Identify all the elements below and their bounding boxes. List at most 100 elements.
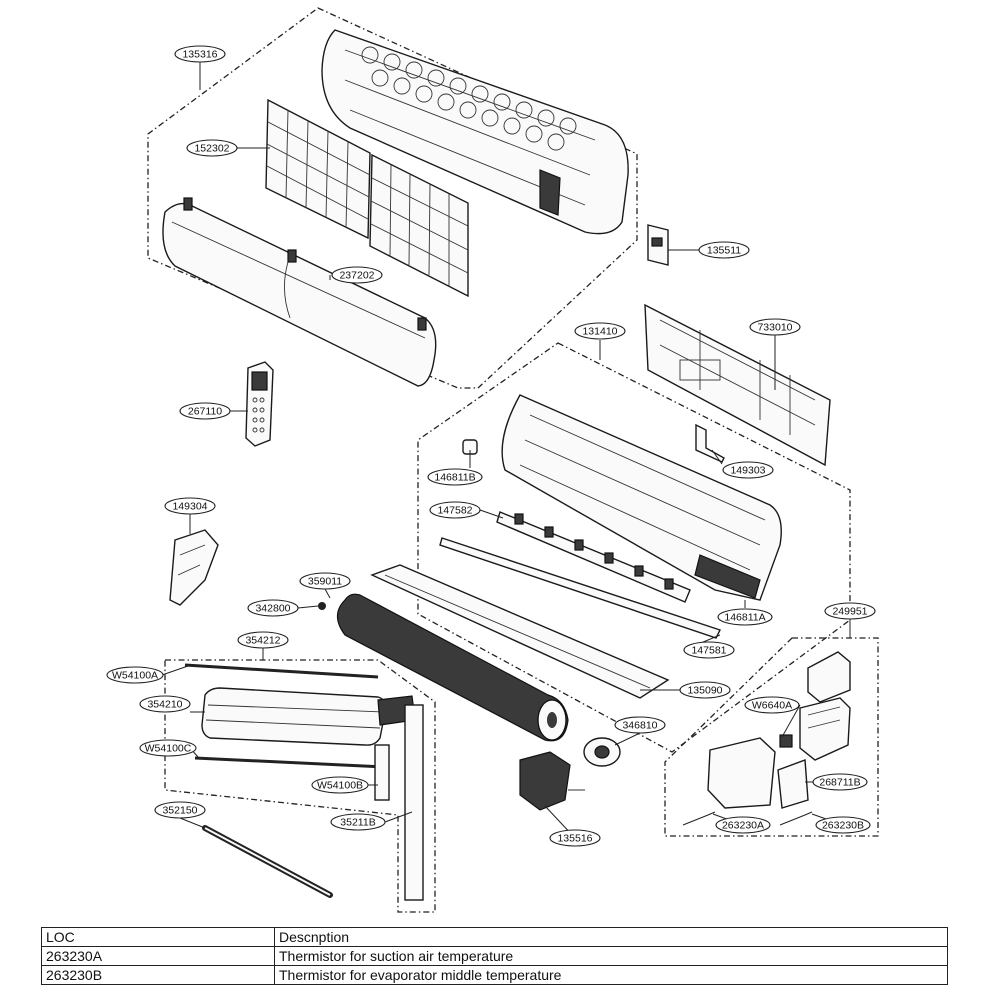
evaporator-tube-lower [194, 756, 386, 769]
legend-row-desc: Thermistor for evaporator middle tempera… [274, 965, 948, 985]
svg-text:733010: 733010 [757, 322, 792, 334]
discharge-vane [439, 537, 721, 639]
group-boundary-control-box [664, 637, 879, 837]
callout-135516: 135516 [549, 829, 601, 847]
svg-text:135316: 135316 [182, 49, 217, 61]
callout-w54100b: W54100B [311, 776, 369, 794]
svg-text:359011: 359011 [308, 576, 342, 588]
callout-147582: 147582 [429, 501, 481, 519]
legend-row-loc: 263230A [41, 946, 275, 966]
svg-text:263230A: 263230A [722, 820, 764, 832]
svg-text:149304: 149304 [172, 501, 207, 513]
pipe-holder [695, 423, 725, 463]
exploded-parts-diagram: 135316 152302 237202 135511 131410 73301… [106, 7, 879, 913]
callout-263230a: 263230A [715, 816, 771, 834]
callout-263230b: 263230B [815, 816, 871, 834]
svg-text:W6640A: W6640A [752, 700, 792, 712]
callout-237202: 237202 [331, 266, 383, 284]
display-board [647, 224, 669, 266]
svg-text:146811A: 146811A [724, 612, 765, 624]
drain-pan [370, 564, 670, 699]
callout-w6640a: W6640A [744, 696, 800, 714]
legend-row: 263230B Thermistor for evaporator middle… [41, 965, 948, 985]
pcb-terminal [779, 734, 793, 748]
callout-268711b: 268711B [812, 773, 868, 791]
air-filter-right [369, 153, 469, 298]
evaporator [201, 687, 416, 746]
callout-354210: 354210 [139, 695, 191, 713]
svg-text:263230B: 263230B [822, 820, 864, 832]
legend-row-desc: Thermistor for suction air temperature [274, 946, 948, 966]
svg-text:354210: 354210 [147, 699, 182, 711]
callout-146811b: 146811B [427, 468, 483, 486]
callout-147581: 147581 [683, 641, 735, 659]
control-box-main-pcb [799, 697, 851, 761]
control-box-case [707, 737, 776, 809]
callout-354212: 354212 [237, 631, 289, 649]
fan-motor [583, 737, 621, 767]
callout-342800: 342800 [247, 599, 299, 617]
svg-text:147582: 147582 [437, 505, 472, 517]
svg-text:354212: 354212 [245, 635, 280, 647]
thermistor-a [682, 811, 716, 826]
svg-text:352150: 352150 [162, 805, 197, 817]
group-boundary-chassis [417, 342, 851, 753]
callout-152302: 152302 [186, 139, 238, 157]
drain-hose [202, 825, 333, 898]
group-boundary-front-panel [147, 7, 638, 389]
evaporator-tube-upper [184, 663, 379, 679]
thermistor-b [779, 811, 813, 826]
svg-text:267110: 267110 [188, 406, 222, 418]
callout-359011: 359011 [299, 572, 351, 590]
svg-text:35211B: 35211B [340, 817, 375, 829]
cross-flow-fan [336, 593, 569, 742]
motor-cover [519, 751, 585, 811]
svg-text:342800: 342800 [255, 603, 290, 615]
callout-135316: 135316 [174, 45, 226, 63]
svg-text:135516: 135516 [557, 833, 592, 845]
callout-146811a: 146811A [717, 608, 773, 626]
svg-text:135090: 135090 [687, 685, 722, 697]
svg-text:W54100B: W54100B [317, 780, 363, 792]
callout-249951: 249951 [824, 602, 876, 620]
remote-controller [245, 361, 274, 447]
legend-header-desc: Descnption [274, 927, 948, 947]
control-box-cover [807, 651, 851, 703]
pcb-cover [777, 759, 809, 809]
callout-267110: 267110 [179, 402, 231, 420]
svg-text:147581: 147581 [691, 645, 726, 657]
callout-135090: 135090 [679, 681, 731, 699]
front-panel [162, 197, 437, 387]
legend-row-loc: 263230B [41, 965, 275, 985]
louver-assembly [496, 511, 691, 603]
svg-text:149303: 149303 [730, 465, 765, 477]
front-grille-housing [321, 29, 629, 235]
callout-149303: 149303 [722, 461, 774, 479]
legend-table: LOC Descnption 263230A Thermistor for su… [41, 927, 948, 985]
fan-bearing [318, 602, 326, 610]
svg-text:W54100A: W54100A [112, 670, 158, 682]
svg-text:268711B: 268711B [819, 777, 860, 789]
callout-w54100c: W54100C [139, 739, 197, 757]
svg-text:135511: 135511 [707, 245, 741, 257]
svg-text:249951: 249951 [832, 606, 867, 618]
svg-text:131410: 131410 [582, 326, 617, 338]
legend-header-loc: LOC [41, 927, 275, 947]
svg-text:146811B: 146811B [434, 472, 475, 484]
installation-plate [644, 303, 831, 467]
legend-row: 263230A Thermistor for suction air tempe… [41, 946, 948, 966]
callout-346810: 346810 [614, 716, 666, 734]
svg-text:152302: 152302 [194, 143, 229, 155]
callout-35211b: 35211B [330, 813, 386, 831]
callout-135511: 135511 [698, 241, 750, 259]
callout-w54100a: W54100A [106, 666, 164, 684]
svg-text:346810: 346810 [622, 720, 657, 732]
air-filter-left [265, 98, 371, 240]
side-holder [169, 529, 219, 606]
svg-text:237202: 237202 [339, 270, 374, 282]
legend-header-row: LOC Descnption [41, 927, 948, 947]
evaporator-side-plate [374, 704, 424, 901]
callout-131410: 131410 [574, 322, 626, 340]
chassis [501, 394, 782, 601]
callout-733010: 733010 [749, 318, 801, 336]
